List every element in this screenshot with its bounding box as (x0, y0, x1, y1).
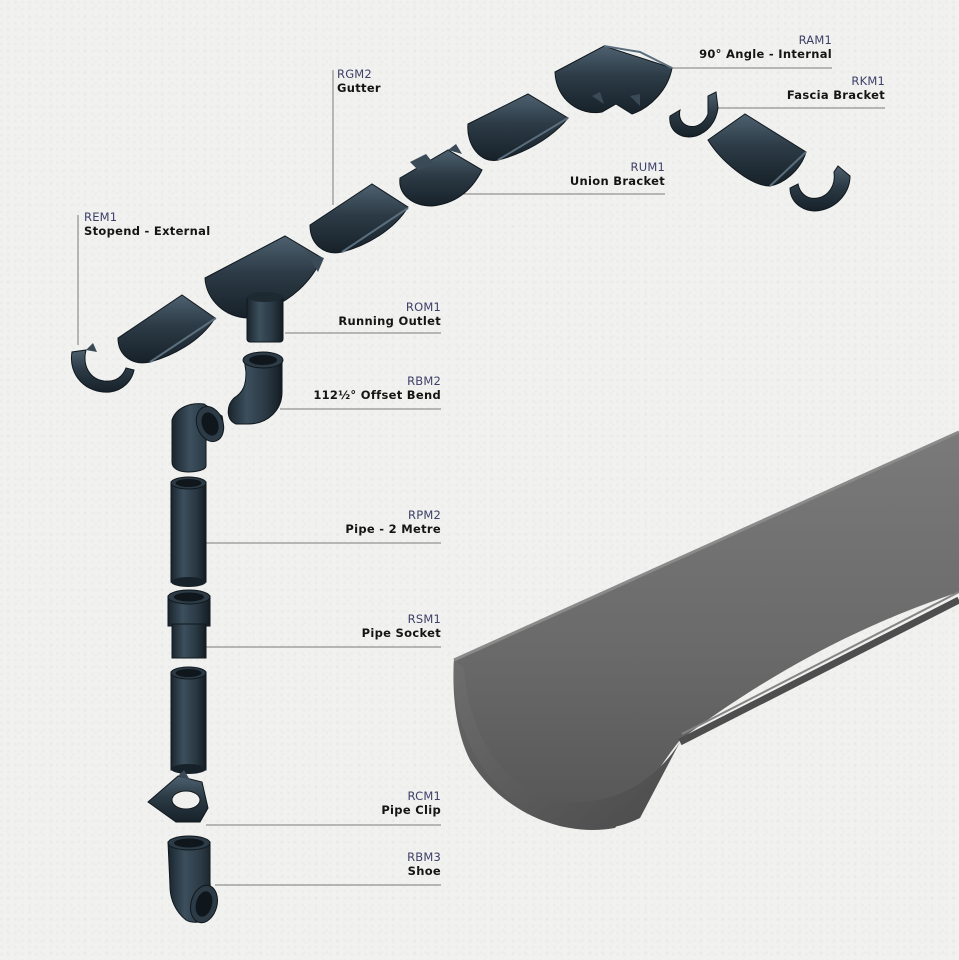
part-rem1-stopend-left (70, 343, 135, 393)
label-ram1-code: RAM1 (798, 33, 832, 47)
label-rum1: RUM1 Union Bracket (570, 160, 665, 188)
label-ram1: RAM1 90° Angle - Internal (699, 33, 832, 61)
part-gutter-section-3 (467, 93, 569, 161)
label-rcm1-code: RCM1 (407, 789, 441, 803)
part-ram1-angle-internal (554, 45, 673, 115)
label-rbm3-code: RBM3 (407, 850, 441, 864)
label-rpm2-code: RPM2 (408, 508, 441, 522)
part-rum1-union-bracket (399, 144, 483, 207)
label-rcm1: RCM1 Pipe Clip (381, 789, 441, 817)
label-rbm2-name: 112½° Offset Bend (313, 388, 441, 402)
large-gutter-body (453, 432, 959, 831)
label-rgm2-code: RGM2 (337, 67, 372, 81)
large-gutter-bead-highlight (681, 591, 959, 735)
label-rem1-name: Stopend - External (84, 224, 211, 238)
part-rpm2-pipe (170, 476, 207, 587)
label-rom1-code: ROM1 (405, 300, 441, 314)
label-rkm1-name: Fascia Bracket (786, 88, 885, 102)
part-gutter-section-1 (117, 294, 217, 364)
label-rem1-code: REM1 (84, 210, 118, 224)
label-rpm2: RPM2 Pipe - 2 Metre (345, 508, 441, 536)
label-rsm1: RSM1 Pipe Socket (362, 612, 441, 640)
label-rbm3-name: Shoe (407, 864, 441, 878)
label-ram1-name: 90° Angle - Internal (699, 47, 832, 61)
label-rcm1-name: Pipe Clip (381, 803, 441, 817)
label-rbm3: RBM3 Shoe (407, 850, 441, 878)
label-rem1: REM1 Stopend - External (84, 210, 210, 238)
label-rkm1-code: RKM1 (851, 74, 885, 88)
part-rbm3-shoe (167, 835, 218, 924)
label-rgm2: RGM2 Gutter (337, 67, 381, 95)
label-rom1-name: Running Outlet (338, 314, 441, 328)
large-gutter-end (453, 660, 680, 830)
large-gutter-bead (678, 596, 959, 746)
leader-lines (77, 67, 885, 886)
label-rum1-code: RUM1 (630, 160, 665, 174)
label-rbm2: RBM2 112½° Offset Bend (313, 374, 441, 402)
part-rbm2-offset-bend (227, 351, 284, 425)
part-offset-bend-lower (171, 403, 225, 473)
part-rgm2-gutter (309, 183, 409, 254)
label-rkm1: RKM1 Fascia Bracket (787, 74, 885, 102)
label-rsm1-code: RSM1 (407, 612, 441, 626)
part-lower-pipe (170, 666, 207, 774)
part-rsm1-pipe-socket (167, 589, 211, 659)
part-rom1-running-outlet (204, 235, 324, 343)
label-rgm2-name: Gutter (337, 81, 381, 95)
part-stopend-right (789, 165, 851, 212)
part-rkm1-fascia-bracket (669, 91, 719, 138)
label-rum1-name: Union Bracket (569, 174, 665, 188)
part-rcm1-pipe-clip (147, 770, 209, 823)
label-rpm2-name: Pipe - 2 Metre (345, 522, 441, 536)
large-gutter-section (453, 430, 959, 831)
large-gutter-top-edge (453, 430, 959, 662)
label-rsm1-name: Pipe Socket (361, 626, 441, 640)
label-rbm2-code: RBM2 (407, 374, 441, 388)
label-rom1: ROM1 Running Outlet (338, 300, 441, 328)
part-gutter-section-right (707, 113, 807, 187)
